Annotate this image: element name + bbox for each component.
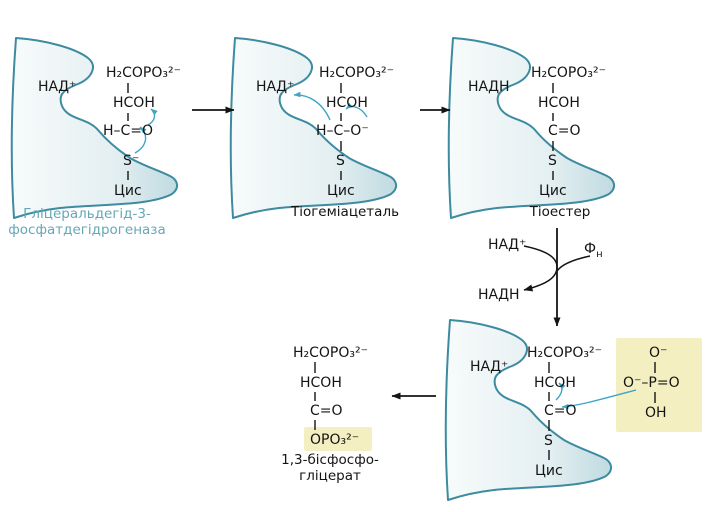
p2-structure-row2: HCOH <box>326 95 368 111</box>
p3-sulfur-label: S <box>548 153 557 169</box>
phosphate-entry-curve <box>556 255 591 272</box>
p3-structure-row1: H₂COPO₃²⁻ <box>531 65 607 81</box>
p1-thiolate-label: S⁻ <box>123 153 140 169</box>
p2-sulfur-label: S <box>336 153 345 169</box>
enzyme-name-line2: фосфатдегідрогеназа <box>8 222 166 238</box>
electron-arrow-thiolate-attack <box>134 126 147 154</box>
p3-structure-row2: HCOH <box>538 95 580 111</box>
p2-cofactor-label: НАД⁺ <box>256 79 295 95</box>
chemical-bonds <box>127 83 656 460</box>
electron-arrow-carbonyl-1 <box>147 108 158 126</box>
p1-structure-row1: H₂COPO₃²⁻ <box>106 65 182 81</box>
p1-cofactor-label: НАД⁺ <box>38 79 77 95</box>
transfer-nad-label: НАД⁺ <box>488 237 527 253</box>
reaction-arrows <box>192 106 591 400</box>
p4-sulfur-label: S <box>544 433 553 449</box>
electron-arrow-carbonyl-2 <box>555 382 566 401</box>
electron-arrow-alkoxide <box>345 102 368 118</box>
p5-structure-row2: HCOH <box>300 375 342 391</box>
p2-structure-row3: H–C–O⁻ <box>316 123 369 139</box>
p5-caption: 1,3-бісфосфо- гліцерат <box>263 452 397 484</box>
electron-arrow-hydride <box>293 91 331 121</box>
cofactor-exchange-curve <box>523 245 558 292</box>
phosphate-middle-row: O⁻–P=O <box>623 375 680 391</box>
enzyme-surfaces <box>10 37 615 501</box>
phosphate-highlight <box>616 338 702 432</box>
enzyme-surface-2 <box>229 37 397 219</box>
p5-caption-line2: гліцерат <box>299 468 361 484</box>
transfer-pi-label: Фн <box>584 240 603 264</box>
p4-structure-row2: HCOH <box>534 375 576 391</box>
p2-caption: Тіогеміацеталь <box>290 204 400 220</box>
p2-structure-row1: H₂COPO₃²⁻ <box>319 65 395 81</box>
phosphate-top-oxygen: O⁻ <box>649 345 668 361</box>
electron-arrow-phosphate-attack <box>561 389 637 410</box>
p5-acyl-phosphate: OPO₃²⁻ <box>310 432 360 448</box>
p4-cysteine-label: Цис <box>535 463 563 479</box>
mechanism-arrows <box>134 91 637 410</box>
p3-cysteine-label: Цис <box>539 183 567 199</box>
transfer-pi-sub: н <box>596 248 603 260</box>
p3-cofactor-label: НАДН <box>468 79 510 95</box>
p3-caption: Тіоестер <box>529 204 591 220</box>
p1-cysteine-label: Цис <box>114 183 142 199</box>
p1-structure-row2: HCOH <box>113 95 155 111</box>
enzyme-name-line1: Гліцеральдегід-3- <box>23 206 151 222</box>
product-phosphate-highlight <box>304 427 372 451</box>
p5-caption-line1: 1,3-бісфосфо- <box>281 452 379 468</box>
p5-structure-row3: C=O <box>310 403 343 419</box>
phosphate-hydroxyl: OH <box>645 405 667 421</box>
p4-cofactor-label: НАД⁺ <box>470 359 509 375</box>
p4-structure-row1: H₂COPO₃²⁻ <box>527 345 603 361</box>
p3-structure-row3: C=O <box>548 123 581 139</box>
enzyme-surface-4 <box>444 319 612 501</box>
p1-structure-row3: H–C=O <box>103 123 154 139</box>
p5-structure-row1: H₂COPO₃²⁻ <box>293 345 369 361</box>
p2-cysteine-label: Цис <box>327 183 355 199</box>
enzyme-name: Гліцеральдегід-3- фосфатдегідрогеназа <box>2 206 172 238</box>
enzyme-surface-3 <box>447 37 615 219</box>
transfer-pi-main: Ф <box>584 241 597 257</box>
transfer-nadh-label: НАДН <box>478 287 520 303</box>
enzyme-surface-1 <box>10 37 178 219</box>
p4-structure-row3: C=O <box>544 403 577 419</box>
